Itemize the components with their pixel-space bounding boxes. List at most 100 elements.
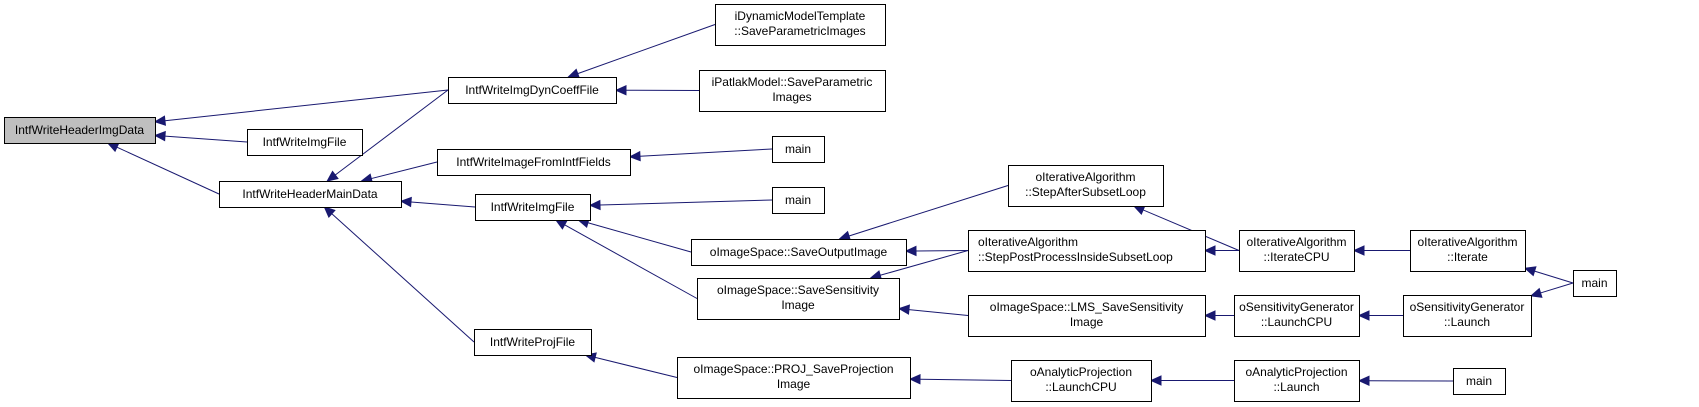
node-label: IntfWriteImageFromIntfFields — [456, 155, 611, 169]
edge-n11-to-n7 — [577, 217, 692, 253]
node-label: oImageSpace::LMS_SaveSensitivity — [990, 300, 1183, 314]
node-label: oImageSpace::SaveSensitivity — [717, 283, 879, 297]
node-box — [968, 230, 1206, 272]
node-label: oSensitivityGenerator — [1410, 300, 1525, 314]
edge-n22-to-n19 — [1357, 310, 1403, 321]
edge-line — [639, 148, 773, 157]
edge-n13-to-n8 — [584, 352, 678, 378]
caller-node[interactable]: oIterativeAlgorithm::IterateCPU — [1239, 230, 1355, 272]
node-box — [697, 278, 900, 320]
edge-line — [410, 201, 476, 208]
node-label: IntfWriteImgFile — [491, 200, 575, 214]
node-box — [677, 357, 911, 399]
edge-n1-to-n0 — [153, 89, 449, 126]
caller-node[interactable]: IntfWriteImageFromIntfFields — [437, 149, 631, 176]
node-box — [1011, 360, 1152, 402]
caller-node[interactable]: IntfWriteImgFile — [247, 129, 363, 156]
edge-line — [334, 89, 449, 176]
caller-node[interactable]: oAnalyticProjection::Launch — [1234, 360, 1360, 402]
node-box — [247, 129, 363, 156]
node-box — [699, 70, 886, 112]
edge-line — [164, 135, 248, 143]
node-label: ::Launch — [1444, 315, 1490, 329]
arrowhead-icon — [908, 373, 921, 385]
caller-node[interactable]: oAnalyticProjection::LaunchCPU — [1011, 360, 1152, 402]
arrowhead-icon — [1149, 375, 1162, 386]
edge-n15-to-n11 — [904, 245, 969, 257]
caller-node[interactable]: main — [1573, 270, 1617, 297]
edge-n23-to-n20 — [1357, 375, 1454, 387]
caller-node[interactable]: oSensitivityGenerator::Launch — [1403, 295, 1532, 337]
node-label: oAnalyticProjection — [1030, 365, 1132, 379]
node-label: oIterativeAlgorithm — [978, 235, 1078, 249]
arrowhead-icon — [614, 85, 627, 96]
edge-n5-to-n1 — [614, 85, 700, 96]
caller-node[interactable]: iDynamicModelTemplate::SaveParametricIma… — [715, 4, 886, 46]
caller-node[interactable]: oSensitivityGenerator::LaunchCPU — [1234, 295, 1360, 337]
node-label: ::StepPostProcessInsideSubsetLoop — [978, 250, 1173, 264]
caller-node[interactable]: main — [772, 136, 825, 163]
node-box — [715, 4, 886, 46]
node-box — [772, 187, 825, 214]
node-box — [968, 295, 1206, 337]
node-label: ::LaunchCPU — [1045, 380, 1116, 394]
arrowhead-icon — [153, 130, 166, 142]
edge-line — [116, 146, 220, 195]
node-label: oImageSpace::PROJ_SaveProjection — [693, 362, 893, 376]
node-label: oAnalyticProjection — [1245, 365, 1347, 379]
node-label: Image — [781, 298, 815, 312]
node-box — [437, 149, 631, 176]
root-node: IntfWriteHeaderImgData — [4, 117, 156, 144]
node-label: oIterativeAlgorithm — [1035, 170, 1135, 184]
edge-n19-to-n16 — [1203, 310, 1234, 321]
edge-line — [1534, 270, 1574, 284]
node-label: IntfWriteImgFile — [263, 135, 347, 149]
node-label: main — [1466, 374, 1492, 388]
caller-node[interactable]: IntfWriteImgDynCoeffFile — [448, 77, 617, 104]
edge-n2-to-n0 — [153, 130, 248, 143]
caller-node[interactable]: iPatlakModel::SaveParametricImages — [699, 70, 886, 112]
edge-line — [599, 199, 773, 206]
node-box — [1573, 270, 1617, 297]
node-label: oSensitivityGenerator — [1239, 300, 1354, 314]
node-box — [772, 136, 825, 163]
caller-node[interactable]: oIterativeAlgorithm::Iterate — [1410, 230, 1526, 272]
edge-line — [908, 309, 969, 316]
node-label: oIterativeAlgorithm — [1246, 235, 1346, 249]
arrowhead-icon — [904, 245, 917, 257]
edge-line — [164, 89, 449, 122]
node-box — [475, 194, 591, 221]
node-label: ::Iterate — [1447, 250, 1488, 264]
edge-line — [587, 222, 692, 253]
caller-node[interactable]: IntfWriteImgFile — [475, 194, 591, 221]
node-box — [1239, 230, 1355, 272]
caller-node[interactable]: oImageSpace::SaveOutputImage — [691, 239, 907, 266]
node-label: IntfWriteImgDynCoeffFile — [465, 83, 599, 97]
node-box — [4, 117, 156, 144]
caller-node[interactable]: main — [1453, 368, 1506, 395]
node-box — [1234, 295, 1360, 337]
node-box — [1234, 360, 1360, 402]
caller-node[interactable]: IntfWriteHeaderMainData — [219, 181, 402, 208]
arrowhead-icon — [1523, 266, 1537, 277]
edge-n16-to-n12 — [897, 304, 969, 316]
arrowhead-icon — [554, 219, 568, 230]
caller-node[interactable]: main — [772, 187, 825, 214]
node-label: oIterativeAlgorithm — [1417, 235, 1517, 249]
edge-line — [371, 161, 438, 180]
arrowhead-icon — [1203, 310, 1216, 321]
nodes-layer: IntfWriteHeaderImgData IntfWriteImgDynCoe… — [4, 4, 1617, 402]
node-box — [1453, 368, 1506, 395]
edge-n17-to-n13 — [908, 373, 1012, 385]
edge-line — [331, 213, 475, 343]
caller-node[interactable]: oIterativeAlgorithm::StepPostProcessInsi… — [968, 230, 1206, 272]
caller-node[interactable]: oIterativeAlgorithm::StepAfterSubsetLoop — [1008, 165, 1164, 207]
caller-node[interactable]: IntfWriteProjFile — [474, 329, 592, 356]
arrowhead-icon — [326, 170, 339, 182]
node-label: ::IterateCPU — [1263, 250, 1329, 264]
edge-n24-to-n22 — [1529, 282, 1574, 298]
